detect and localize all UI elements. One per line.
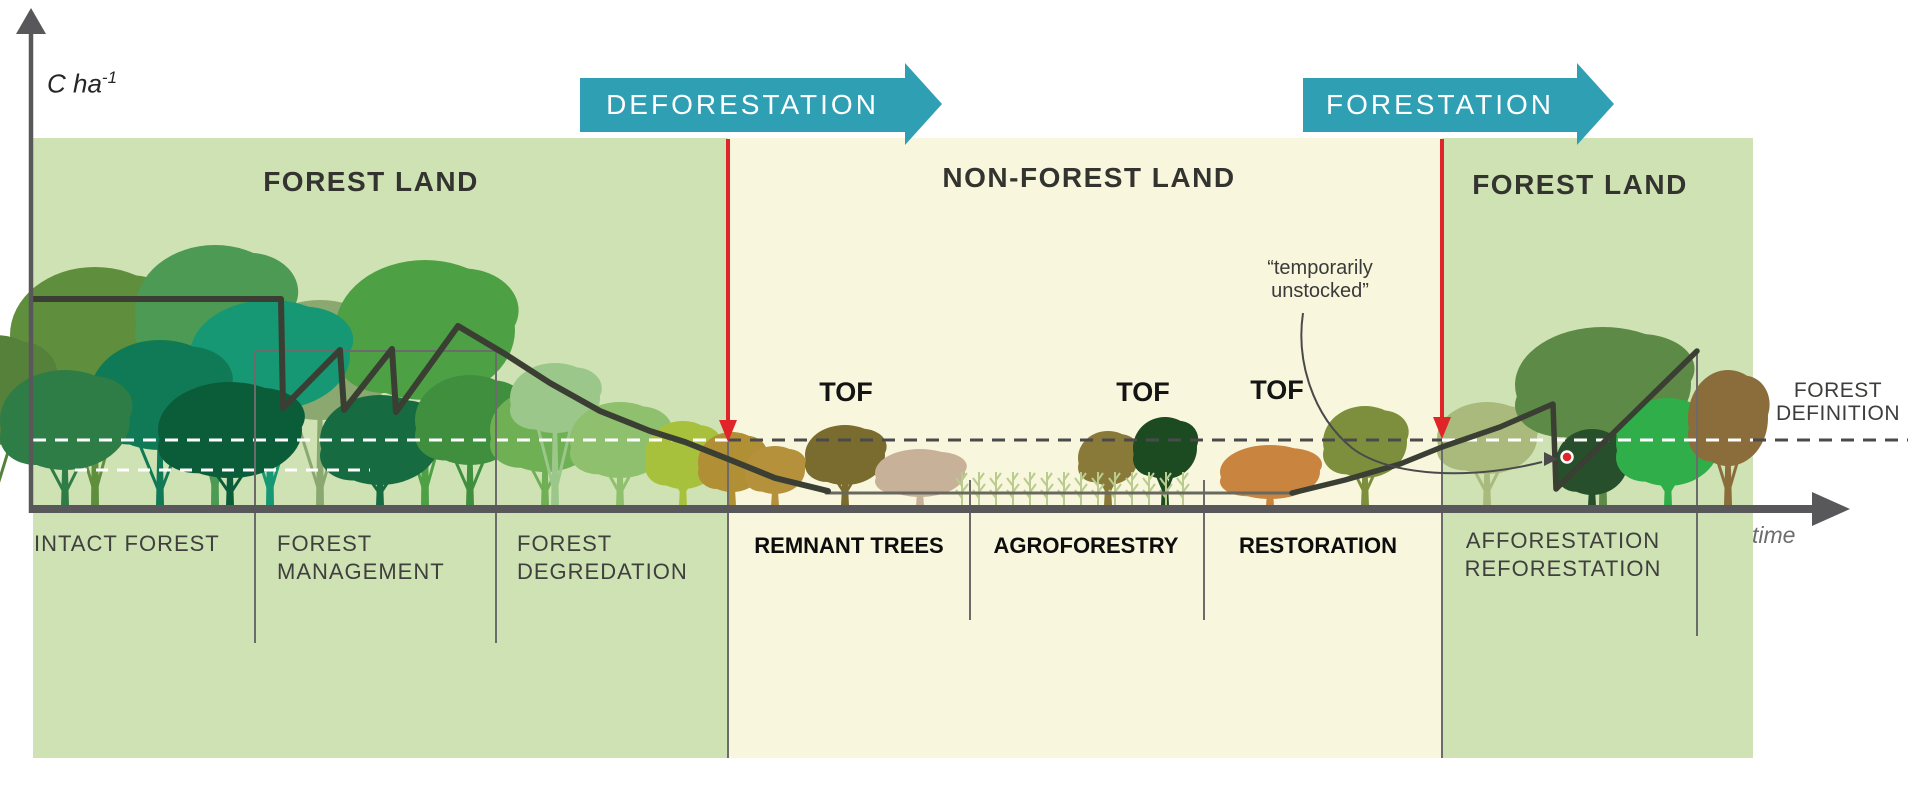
x-axis-arrowhead bbox=[1812, 492, 1850, 526]
header-forest-land-left: FOREST LAND bbox=[263, 166, 479, 197]
forest-definition-dashed-line bbox=[33, 438, 1908, 472]
tof-label-1: TOF bbox=[819, 377, 873, 407]
zone-label-remnant-trees: REMNANT TREES bbox=[754, 533, 944, 558]
deforestation-banner: DEFORESTATION bbox=[580, 78, 905, 132]
forest-definition-label: FOREST DEFINITION bbox=[1776, 379, 1900, 425]
y-axis-arrowhead bbox=[16, 8, 46, 34]
forestation-banner-arrowhead bbox=[1577, 63, 1614, 145]
zone-label-agroforestry: AGROFORESTRY bbox=[993, 533, 1179, 558]
tree-illustration bbox=[1556, 429, 1630, 506]
zone-label-intact-forest: INTACT FOREST bbox=[34, 531, 220, 556]
zone-label-restoration: RESTORATION bbox=[1238, 533, 1398, 558]
tree-illustration bbox=[875, 449, 967, 506]
deforestation-banner-arrowhead bbox=[905, 63, 942, 145]
x-axis-label: time bbox=[1752, 522, 1796, 548]
forestation-event-arrow bbox=[1433, 139, 1451, 439]
forestation-banner: FORESTATION bbox=[1303, 78, 1577, 132]
carbon-curve-segment bbox=[30, 296, 831, 494]
zone-dividers bbox=[254, 350, 1698, 758]
header-non-forest-land: NON-FOREST LAND bbox=[942, 162, 1236, 193]
tree-illustration bbox=[1220, 445, 1322, 506]
temporarily-unstocked-point bbox=[1560, 450, 1574, 464]
tree-illustration bbox=[745, 446, 807, 506]
deforestation-event-arrow bbox=[719, 139, 737, 442]
zone-label-forest-management: FOREST MANAGEMENT bbox=[277, 531, 445, 584]
carbon-curve bbox=[30, 296, 1700, 496]
tof-label-2: TOF bbox=[1116, 377, 1170, 407]
header-forest-land-right: FOREST LAND bbox=[1472, 169, 1688, 200]
x-axis bbox=[29, 492, 1850, 526]
zone-label-forest-degredation: FOREST DEGREDATION bbox=[517, 531, 688, 584]
temporarily-unstocked-pointer bbox=[1300, 312, 1574, 475]
tree-illustration bbox=[158, 382, 305, 506]
y-axis bbox=[16, 8, 46, 513]
forestation-banner-label: FORESTATION bbox=[1326, 89, 1554, 120]
carbon-curve-segment bbox=[1289, 348, 1700, 496]
temporarily-unstocked-label: “temporarily unstocked” bbox=[1267, 257, 1373, 302]
deforestation-banner-label: DEFORESTATION bbox=[606, 89, 879, 120]
y-axis-label: C ha-1 bbox=[47, 68, 118, 99]
zone-label-afforestation-reforestation: AFFORESTATION REFORESTATION bbox=[1464, 528, 1662, 581]
tof-label-3: TOF bbox=[1250, 375, 1304, 405]
